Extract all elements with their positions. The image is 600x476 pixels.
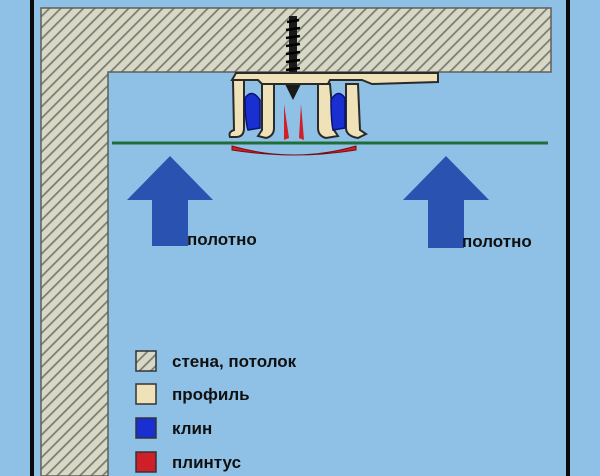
wall-ceiling [40, 7, 552, 476]
legend: стена, потолок профиль клин плинтус [135, 350, 297, 473]
legend-swatch-plinth [135, 451, 157, 473]
profile [228, 72, 439, 140]
legend-label-profile: профиль [172, 385, 250, 404]
arrow-up-icon [127, 156, 213, 246]
legend-label-plinth: плинтус [172, 453, 241, 472]
legend-swatch-profile [135, 383, 157, 405]
legend-swatch-wall [135, 350, 157, 372]
canvas-label-right: полотно [462, 232, 532, 251]
arrow-up-icon [403, 156, 489, 248]
legend-label-wedge: клин [172, 419, 212, 438]
frame-left [30, 0, 34, 476]
legend-label-wall: стена, потолок [172, 352, 297, 371]
screw-icon [285, 16, 301, 100]
legend-swatch-wedge [135, 417, 157, 439]
plinth [231, 104, 357, 156]
frame-right [566, 0, 570, 476]
wedge [244, 92, 346, 131]
canvas-label-left: полотно [187, 230, 257, 249]
